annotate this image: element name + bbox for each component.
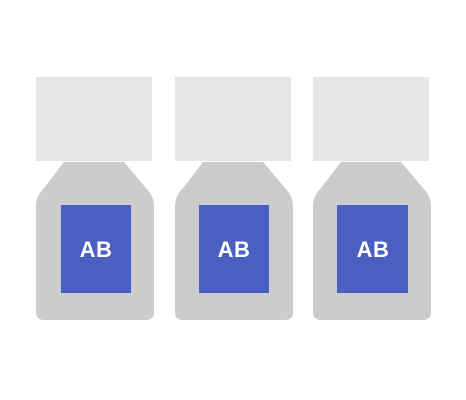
- bottle-label-panel: [337, 205, 408, 293]
- bottle-label-text: AB: [357, 237, 390, 262]
- bottle-cap: [313, 77, 429, 161]
- bottle-cap: [175, 77, 291, 161]
- bottle-label-text: AB: [80, 237, 113, 262]
- bottle-1-graphic: AB: [36, 77, 154, 320]
- bottle-label-panel: [199, 205, 269, 293]
- bottle-label-panel: [61, 205, 131, 293]
- bottle-3: AB: [313, 0, 431, 400]
- bottle-1: AB: [36, 0, 154, 400]
- bottle-2: AB: [175, 0, 293, 400]
- bottle-3-graphic: AB: [313, 77, 431, 320]
- bottle-2-graphic: AB: [175, 77, 293, 320]
- bottle-cap: [36, 77, 152, 161]
- bottle-label-text: AB: [218, 237, 251, 262]
